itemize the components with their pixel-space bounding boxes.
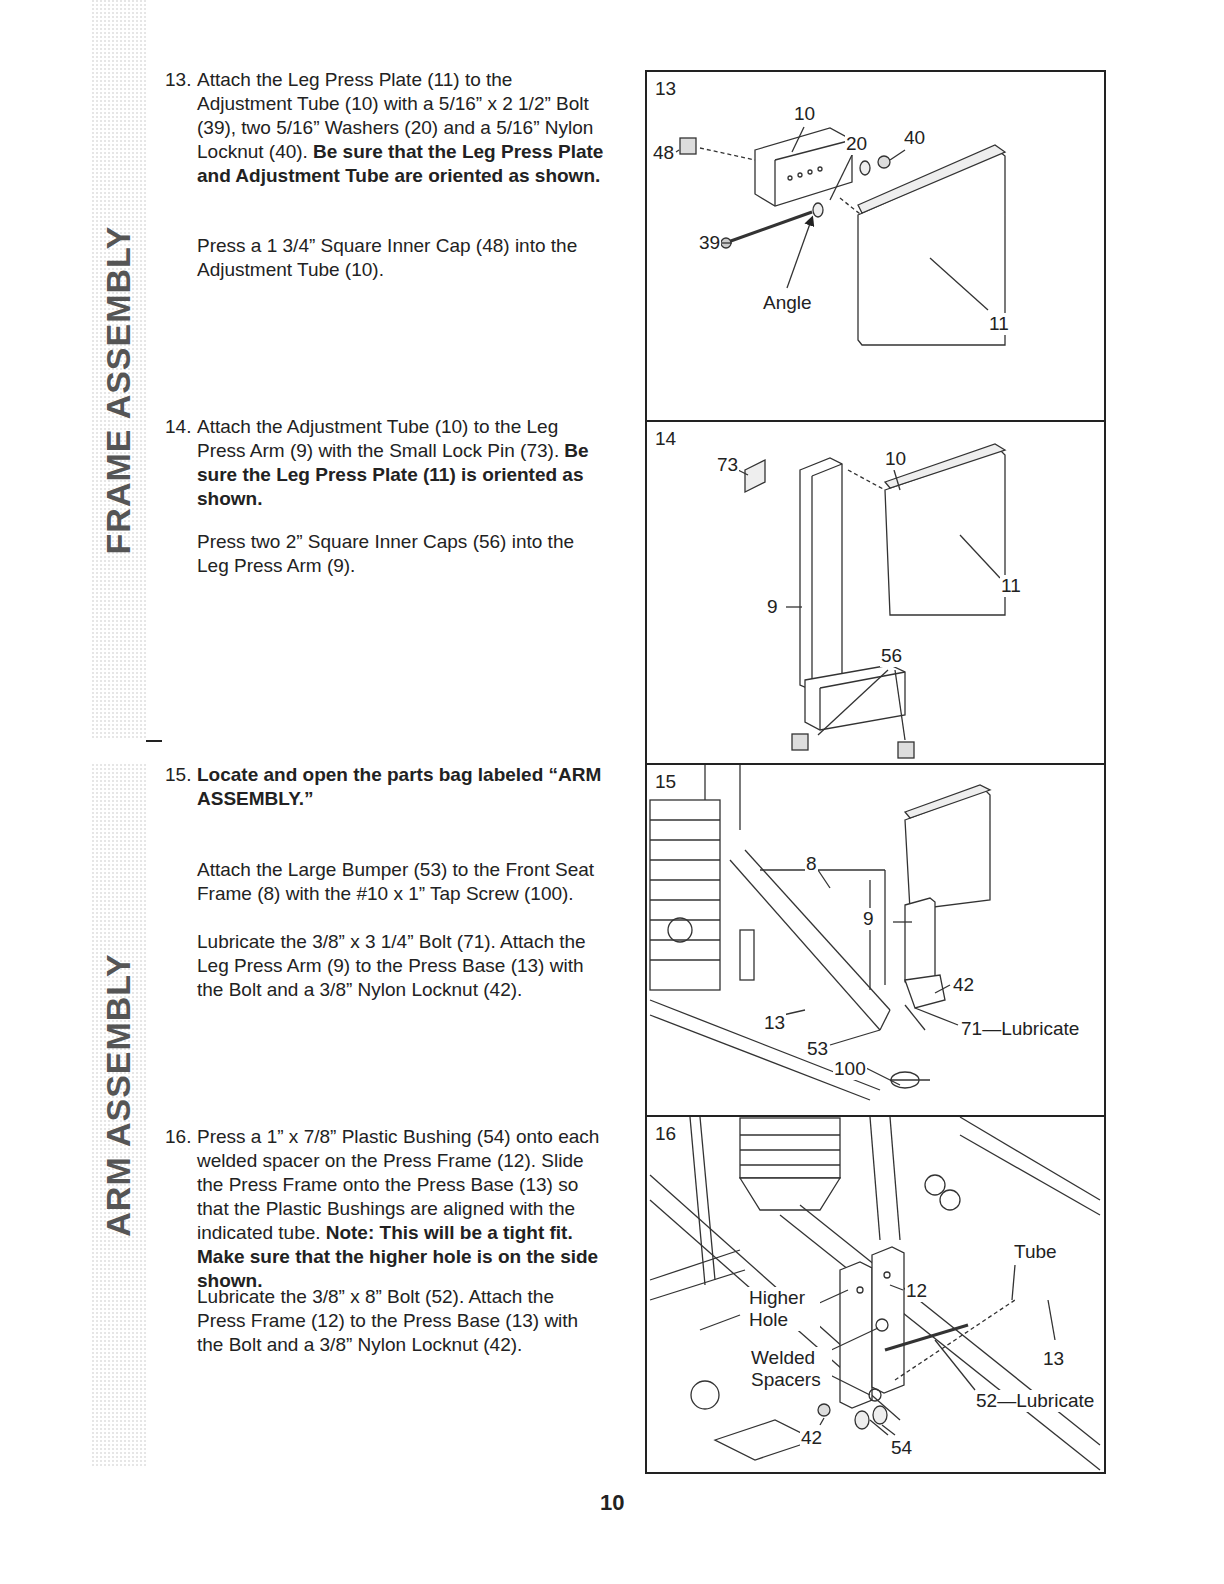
step-number: 16.: [165, 1125, 191, 1149]
instruction-paragraph: Press two 2” Square Inner Caps (56) into…: [197, 530, 605, 578]
callout-number: 11: [988, 313, 1010, 335]
instruction-paragraph: Lubricate the 3/8” x 8” Bolt (52). Attac…: [197, 1285, 605, 1357]
callout-number: 48: [652, 142, 675, 164]
callout-number: 100: [833, 1058, 867, 1080]
panel-number: 16: [655, 1123, 676, 1145]
callout-number: Welded Spacers: [750, 1347, 832, 1391]
callout-number: 42: [800, 1427, 823, 1449]
figure-panel: 15: [645, 763, 1106, 1117]
instruction-paragraph: Locate and open the parts bag labeled “A…: [197, 763, 605, 811]
instruction-text: Attach the Large Bumper (53) to the Fron…: [197, 859, 594, 904]
callout-number: 40: [903, 127, 926, 149]
callout-number: 9: [862, 908, 875, 930]
callout-number: 12: [905, 1280, 928, 1302]
instruction-paragraph: Lubricate the 3/8” x 3 1/4” Bolt (71). A…: [197, 930, 605, 1002]
callout-number: Higher Hole: [748, 1287, 820, 1331]
instruction-text: Press two 2” Square Inner Caps (56) into…: [197, 531, 574, 576]
instruction-text: Attach the Adjustment Tube (10) to the L…: [197, 416, 559, 461]
callout-number: 8: [805, 853, 818, 875]
instruction-text: Lubricate the 3/8” x 3 1/4” Bolt (71). A…: [197, 931, 586, 1000]
page-number: 10: [600, 1492, 624, 1514]
callout-number: 52—Lubricate: [975, 1390, 1095, 1412]
instruction-text: Lubricate the 3/8” x 8” Bolt (52). Attac…: [197, 1286, 578, 1355]
callout-number: 39: [698, 232, 721, 254]
callout-number: 20: [845, 133, 868, 155]
panel-number: 15: [655, 771, 676, 793]
instruction-paragraph: Press a 1” x 7/8” Plastic Bushing (54) o…: [197, 1125, 605, 1293]
callout-number: 53: [806, 1038, 829, 1060]
step-number: 14.: [165, 415, 191, 439]
panel-number: 13: [655, 78, 676, 100]
callout-number: 42: [952, 974, 975, 996]
figure-panel: 16: [645, 1115, 1106, 1474]
instruction-paragraph: Attach the Adjustment Tube (10) to the L…: [197, 415, 605, 511]
callout-number: 9: [766, 596, 779, 618]
callout-number: 10: [793, 103, 816, 125]
callout-number: Tube: [1013, 1241, 1058, 1263]
instruction-text: Press a 1 3/4” Square Inner Cap (48) int…: [197, 235, 577, 280]
instruction-paragraph: Attach the Large Bumper (53) to the Fron…: [197, 858, 605, 906]
bold-note: Locate and open the parts bag labeled “A…: [197, 764, 601, 809]
callout-number: Angle: [762, 292, 813, 314]
callout-number: 73: [716, 454, 739, 476]
panel-number: 14: [655, 428, 676, 450]
step-number: 15.: [165, 763, 191, 787]
step-number: 13.: [165, 68, 191, 92]
callout-number: 10: [884, 448, 907, 470]
callout-number: 13: [763, 1012, 786, 1034]
figure-panel: 14: [645, 420, 1106, 765]
callout-number: 54: [890, 1437, 913, 1459]
callout-number: 11: [1000, 575, 1022, 597]
callout-number: 56: [880, 645, 903, 667]
instruction-paragraph: Press a 1 3/4” Square Inner Cap (48) int…: [197, 234, 605, 282]
callout-number: 13: [1042, 1348, 1065, 1370]
callout-number: 71—Lubricate: [960, 1018, 1080, 1040]
section-heading: ARM ASSEMBLY: [99, 953, 138, 1236]
instruction-paragraph: Attach the Leg Press Plate (11) to the A…: [197, 68, 605, 188]
section-heading: FRAME ASSEMBLY: [99, 226, 138, 555]
